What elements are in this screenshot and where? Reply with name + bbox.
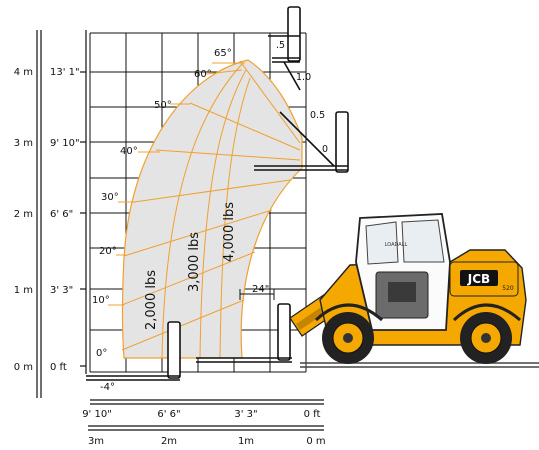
height-scale-bars — [36, 30, 87, 398]
angle-10: 10° — [92, 295, 110, 306]
machine-brand-logo: JCB — [467, 272, 490, 286]
height-label-0ft: 0 ft — [50, 362, 67, 373]
telehandler-machine: JCB 520 LOADALL — [289, 213, 527, 364]
angle-30: 30° — [101, 192, 119, 203]
angle-leader-lines — [108, 62, 245, 306]
extension-label-05: 0.5 — [310, 110, 325, 121]
angle-40: 40° — [120, 146, 138, 157]
fork-offset-dimension — [239, 289, 275, 300]
reach-label-0ft: 0 ft — [304, 409, 321, 420]
extension-label-10: 1.0 — [296, 72, 311, 83]
reach-label-9ft: 9' 10" — [82, 409, 112, 420]
reach-label-6ft: 6' 6" — [157, 409, 180, 420]
extension-label-0: 0 — [322, 144, 328, 155]
height-label-4m: 4 m — [14, 67, 33, 78]
reach-label-3m: 3m — [88, 436, 104, 447]
forks-carriage-front — [196, 303, 292, 363]
reach-label-0m: 0 m — [306, 436, 325, 447]
imperial-reach-labels: 9' 10" 6' 6" 3' 3" 0 ft — [82, 409, 320, 420]
height-label-9ft: 9' 10" — [50, 138, 80, 149]
reach-label-2m: 2m — [161, 436, 177, 447]
load-zone-2000: 2,000 lbs — [144, 270, 159, 330]
imperial-height-labels: 13' 1" 9' 10" 6' 6" 3' 3" 0 ft — [50, 67, 80, 373]
height-label-13ft: 13' 1" — [50, 67, 80, 78]
front-wheel — [322, 312, 374, 364]
metric-height-labels: 4 m 3 m 2 m 1 m 0 m — [14, 67, 33, 373]
height-label-6ft: 6' 6" — [50, 209, 73, 220]
boom-angle-labels: 65° 60° 50° 40° 30° 20° 10° 0° -4° — [92, 48, 232, 393]
height-label-2m: 2 m — [14, 209, 33, 220]
angle-minus-4: -4° — [100, 382, 115, 393]
rear-wheel — [460, 312, 512, 364]
extension-label-05-top: .5 — [276, 40, 285, 51]
extension-labels: .5 1.0 0.5 0 — [276, 40, 328, 155]
reach-label-1m: 1m — [238, 436, 254, 447]
angle-60: 60° — [194, 69, 212, 80]
angle-20: 20° — [99, 246, 117, 257]
load-envelope-area — [121, 59, 303, 359]
angle-50: 50° — [154, 100, 172, 111]
metric-reach-labels: 3m 2m 1m 0 m — [88, 436, 326, 447]
boom-angle-rays — [121, 60, 301, 351]
machine-model-label: 520 — [502, 285, 514, 292]
angle-65: 65° — [214, 48, 232, 59]
load-zone-3000: 3,000 lbs — [187, 232, 202, 292]
height-label-3ft: 3' 3" — [50, 285, 73, 296]
machine-side-text: LOADALL — [385, 242, 408, 248]
height-label-1m: 1 m — [14, 285, 33, 296]
reach-scale-bars — [88, 399, 324, 431]
forks-ground-position — [86, 321, 181, 381]
forks-mid-position — [254, 111, 349, 173]
height-label-0m: 0 m — [14, 362, 33, 373]
ground-line — [300, 362, 539, 368]
load-zone-4000: 4,000 lbs — [222, 202, 237, 262]
fork-offset-label: 24" — [252, 284, 269, 295]
forks-top-position — [268, 6, 301, 91]
load-contour-lines — [161, 63, 251, 359]
angle-0: 0° — [96, 348, 107, 359]
reach-label-3ft: 3' 3" — [234, 409, 257, 420]
height-label-3m: 3 m — [14, 138, 33, 149]
